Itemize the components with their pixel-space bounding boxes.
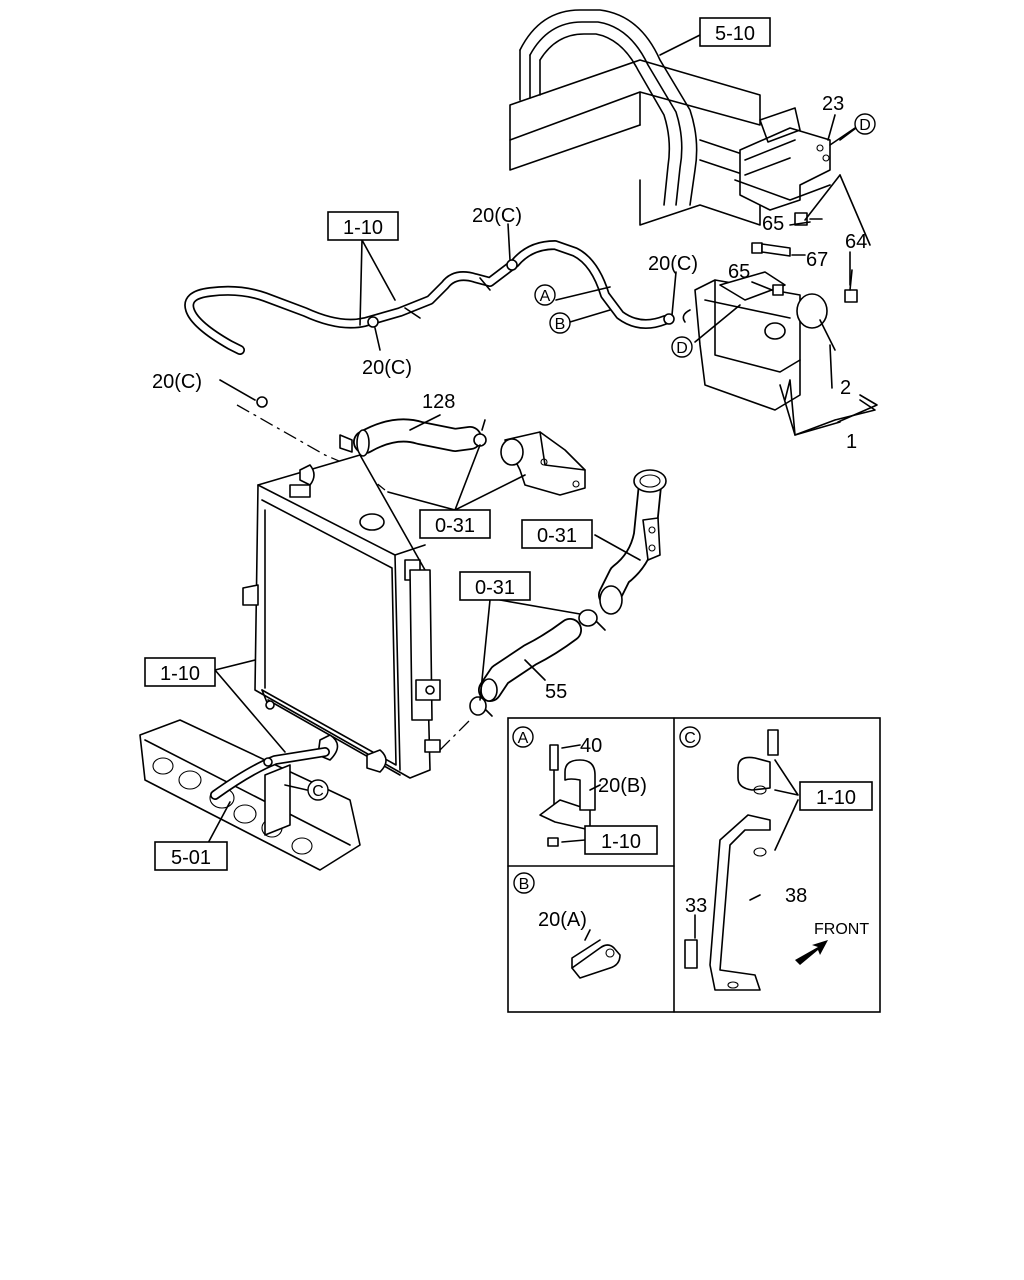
callout-d-bolt: D (854, 113, 876, 135)
part-number-40: 40 (580, 735, 602, 757)
ref-label-0-31-lower: 0-31 (475, 577, 515, 599)
svg-text:D: D (676, 340, 688, 357)
svg-text:B: B (555, 316, 566, 333)
part-number-20c-mid: 20(C) (362, 357, 412, 379)
ref-box-1-10-radiator: 1-10 (144, 657, 216, 687)
callout-c-frame: C (307, 779, 329, 801)
cab-frame-drawing (509, 9, 761, 226)
lower-hose-route-dash-line (439, 719, 471, 751)
callout-detail-b: B (513, 872, 535, 894)
ref-label-1-10-detail-c: 1-10 (816, 787, 856, 809)
bolt-67-drawing (751, 242, 791, 257)
ref-label-1-10-radiator: 1-10 (160, 663, 200, 685)
part-number-20b: 20(B) (598, 775, 647, 797)
reserve-tank-drawing (682, 271, 801, 411)
chassis-frame-drawing (139, 719, 361, 871)
bolt-64-drawing (844, 269, 858, 303)
tank-cap-2-drawing (796, 293, 828, 329)
svg-text:C: C (312, 783, 324, 800)
water-pipe-drawing (598, 469, 667, 615)
bolt-65-drawing (794, 212, 823, 226)
ref-box-1-10-hose: 1-10 (327, 211, 399, 241)
callout-detail-c: C (679, 726, 701, 748)
svg-text:D: D (859, 117, 871, 134)
part-number-128: 128 (422, 391, 455, 413)
part-number-55: 55 (545, 681, 567, 703)
radiator-drawing (242, 454, 441, 779)
callout-b-hose: B (549, 312, 571, 334)
svg-text:A: A (540, 288, 551, 305)
ref-box-0-31-lower: 0-31 (459, 571, 531, 601)
part-number-33: 33 (685, 895, 707, 917)
lower-hose-55-drawing (469, 609, 606, 717)
ref-label-1-10-hose: 1-10 (343, 217, 383, 239)
callout-detail-a: A (512, 726, 534, 748)
detail-panels (507, 717, 881, 1013)
bracket-23-drawing (734, 107, 856, 211)
part-number-67: 67 (806, 249, 828, 271)
part-number-38: 38 (785, 885, 807, 907)
svg-text:A: A (518, 730, 529, 747)
ref-box-1-10-detail-c: 1-10 (799, 781, 873, 811)
upper-hose-128-drawing (339, 418, 487, 457)
ref-box-0-31-upper: 0-31 (419, 509, 491, 539)
ref-label-5-10: 5-10 (715, 23, 755, 45)
part-number-23: 23 (822, 93, 844, 115)
part-number-20c-left: 20(C) (152, 371, 202, 393)
part-number-2: 2 (840, 377, 851, 399)
thermostat-housing-drawing (500, 431, 586, 496)
callout-d-tank: D (671, 336, 693, 358)
svg-text:C: C (684, 730, 696, 747)
ref-box-0-31-pipe: 0-31 (521, 519, 593, 549)
leader-lines (206, 34, 878, 846)
svg-text:B: B (519, 876, 530, 893)
ref-label-0-31-upper: 0-31 (435, 515, 475, 537)
part-number-20c-tank: 20(C) (648, 253, 698, 275)
part-number-20c-top: 20(C) (472, 205, 522, 227)
callout-a-hose: A (534, 284, 556, 306)
overflow-hose-drawing (184, 240, 675, 408)
ref-box-5-01: 5-01 (154, 841, 228, 871)
part-number-1: 1 (846, 431, 857, 453)
ref-box-1-10-detail-a: 1-10 (584, 825, 658, 855)
part-number-65-tank: 65 (728, 261, 750, 283)
part-number-64: 64 (845, 231, 867, 253)
ref-label-5-01: 5-01 (171, 847, 211, 869)
ref-label-1-10-detail-a: 1-10 (601, 831, 641, 853)
part-number-20a: 20(A) (538, 909, 587, 931)
ref-label-0-31-pipe: 0-31 (537, 525, 577, 547)
front-label: FRONT (814, 921, 869, 938)
front-arrow-icon (795, 940, 828, 965)
ref-box-5-10: 5-10 (699, 17, 771, 47)
part-number-65-bracket: 65 (762, 213, 784, 235)
